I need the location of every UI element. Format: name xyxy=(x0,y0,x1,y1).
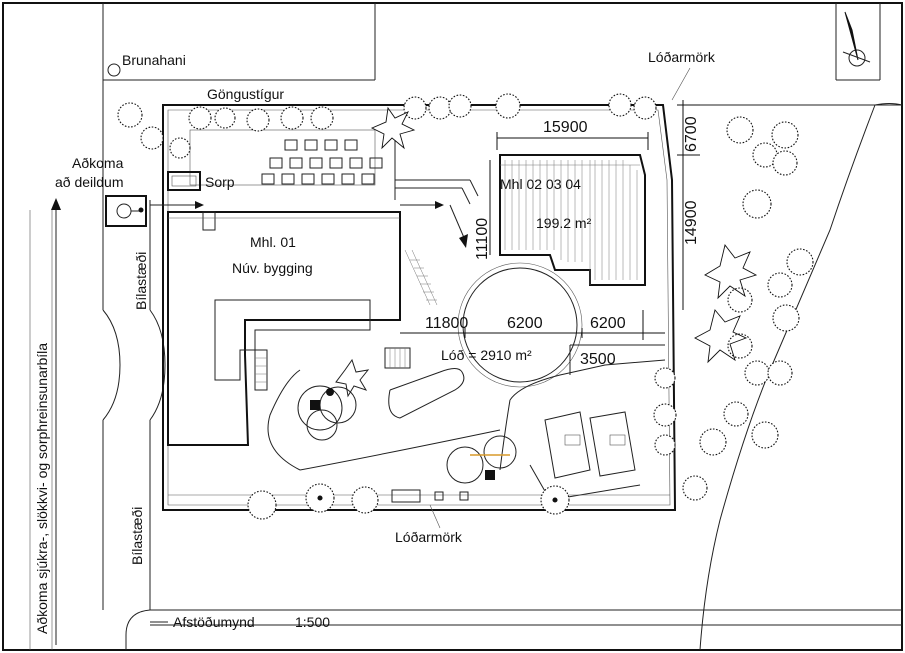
building-mhl01 xyxy=(167,211,401,446)
dim-11100: 11100 xyxy=(474,218,491,260)
waste-bin-enclosure xyxy=(167,171,201,191)
boundary-label-bottom: Lóðarmörk xyxy=(395,529,463,545)
entrance-label-1: Aðkoma xyxy=(72,155,124,171)
building-mhl01-label: Mhl. 01 xyxy=(250,234,296,250)
dim-15900: 15900 xyxy=(543,119,588,136)
dim-14900: 14900 xyxy=(683,200,700,245)
drawing-title: Afstöðumynd xyxy=(173,614,255,630)
street-lines xyxy=(29,3,903,651)
entrance-arrow-icon xyxy=(150,201,468,248)
dim-6200-b: 6200 xyxy=(590,315,626,332)
hydrant-label: Brunahani xyxy=(122,52,186,68)
building-new-label: Mhl 02 03 04 xyxy=(500,176,581,192)
side-road-arrow-icon xyxy=(51,198,61,645)
entrance-label-2: að deildum xyxy=(55,174,124,190)
hydrant-icon xyxy=(107,63,121,77)
building-new-area: 199.2 m² xyxy=(536,215,592,231)
building-mhl01-sublabel: Núv. bygging xyxy=(232,260,313,276)
plot-boundary xyxy=(162,104,677,511)
dim-6200-a: 6200 xyxy=(507,315,543,332)
drawing-scale: 1:500 xyxy=(295,614,330,630)
plot-area-label: Lóð = 2910 m² xyxy=(441,347,532,363)
conifer-icon xyxy=(370,106,758,364)
turning-circle xyxy=(462,267,578,383)
patio-tiles xyxy=(189,129,479,205)
boundary-label-top: Lóðarmörk xyxy=(648,49,716,65)
dim-6700: 6700 xyxy=(683,116,700,152)
parking-label-bottom: Bílastæði xyxy=(129,507,145,565)
stairs xyxy=(254,249,438,391)
dim-3500: 3500 xyxy=(580,351,616,368)
north-arrow-icon xyxy=(842,11,871,67)
dimension-lines xyxy=(400,100,700,340)
driveway xyxy=(267,344,666,471)
parking-label-top: Bílastæði xyxy=(133,252,149,310)
side-road-label: Aðkoma sjúkra-, slökkvi- og sorphreinsun… xyxy=(34,343,50,634)
parking-spaces xyxy=(529,411,641,501)
waste-label: Sorp xyxy=(205,174,235,190)
walkway-label: Göngustígur xyxy=(207,86,284,102)
building-mhl020304 xyxy=(499,154,646,286)
accessible-parking-icon xyxy=(105,195,147,227)
tree-icon xyxy=(117,93,814,520)
playground xyxy=(297,358,517,484)
dim-11800: 11800 xyxy=(425,315,468,332)
